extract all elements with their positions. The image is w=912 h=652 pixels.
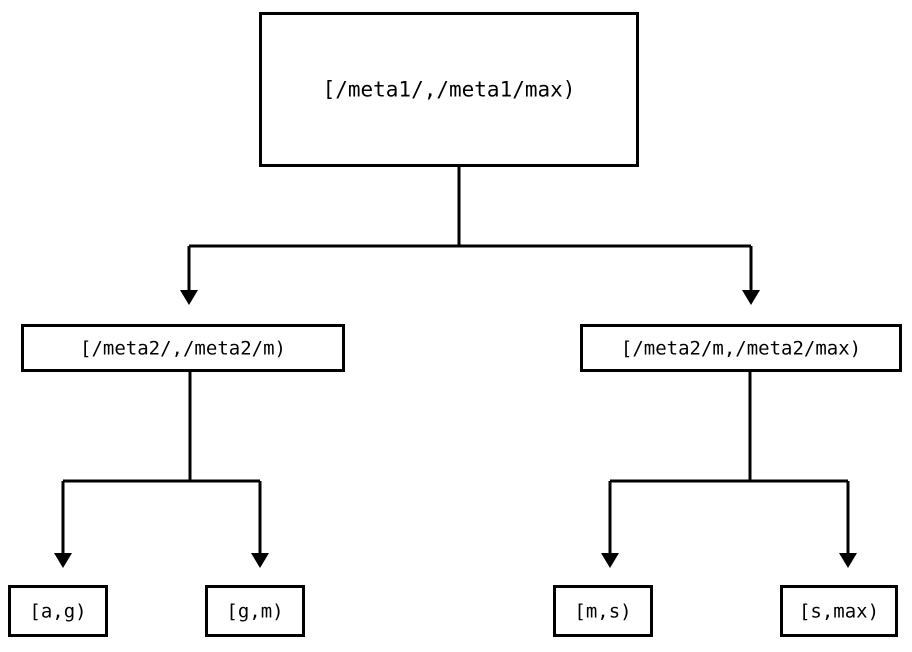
arrow-head-icon bbox=[54, 553, 72, 568]
node-label-leaf-s-max: [s,max) bbox=[799, 601, 879, 623]
node-label-leaf-a-g: [a,g) bbox=[29, 601, 86, 623]
arrow-head-icon bbox=[180, 290, 198, 305]
node-label-mid-left: [/meta2/,/meta2/m) bbox=[80, 338, 286, 360]
node-label-mid-right: [/meta2/m,/meta2/max) bbox=[621, 338, 861, 360]
node-label-root: [/meta1/,/meta1/max) bbox=[323, 78, 576, 102]
node-box-leaf-a-g[interactable] bbox=[8, 585, 108, 637]
tree-node-leaf-a-g[interactable]: [a,g) bbox=[8, 585, 108, 637]
arrow-head-icon bbox=[601, 553, 619, 568]
nodes-layer: [/meta1/,/meta1/max) [/meta2/,/meta2/m) [/… bbox=[8, 12, 902, 637]
node-box-leaf-m-s[interactable] bbox=[553, 585, 653, 637]
node-label-leaf-m-s: [m,s) bbox=[574, 601, 631, 623]
connector-midleft-to-leaves bbox=[54, 372, 269, 568]
tree-node-mid-right[interactable]: [/meta2/m,/meta2/max) bbox=[580, 324, 902, 372]
connector-root-to-mid bbox=[180, 167, 760, 305]
tree-node-leaf-m-s[interactable]: [m,s) bbox=[553, 585, 653, 637]
node-box-mid-right[interactable] bbox=[580, 324, 902, 372]
node-box-root[interactable] bbox=[259, 12, 639, 167]
node-box-leaf-g-m[interactable] bbox=[205, 585, 305, 637]
arrow-head-icon bbox=[839, 553, 857, 568]
node-box-leaf-s-max[interactable] bbox=[780, 585, 898, 637]
tree-node-mid-left[interactable]: [/meta2/,/meta2/m) bbox=[21, 324, 345, 372]
tree-node-root[interactable]: [/meta1/,/meta1/max) bbox=[259, 12, 639, 167]
connectors-layer bbox=[54, 167, 857, 568]
tree-node-leaf-g-m[interactable]: [g,m) bbox=[205, 585, 305, 637]
arrow-head-icon bbox=[251, 553, 269, 568]
connector-midright-to-leaves bbox=[601, 372, 857, 568]
tree-node-leaf-s-max[interactable]: [s,max) bbox=[780, 585, 898, 637]
node-box-mid-left[interactable] bbox=[21, 324, 345, 372]
arrow-head-icon bbox=[742, 290, 760, 305]
node-label-leaf-g-m: [g,m) bbox=[226, 601, 283, 623]
